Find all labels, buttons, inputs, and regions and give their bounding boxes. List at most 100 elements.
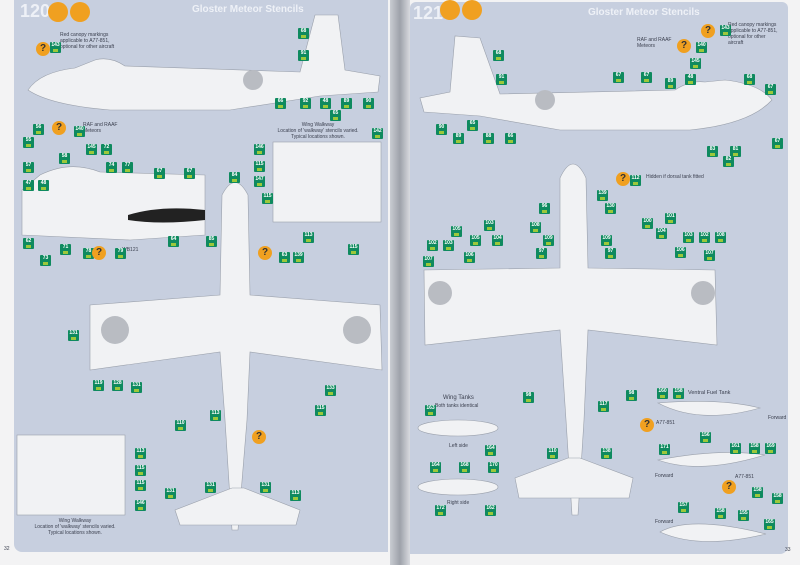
decal-number-badge: 131 <box>260 482 271 493</box>
decal-number-badge: 82 <box>723 156 734 167</box>
decal-number-badge: 106 <box>464 252 475 263</box>
wing-tanks-sub: Both tanks identical <box>435 403 479 409</box>
decal-number-badge: 110 <box>547 448 558 459</box>
decal-number-badge: 78 <box>83 248 94 259</box>
decal-number-badge: 164 <box>485 445 496 456</box>
decal-number-badge: 89 <box>341 98 352 109</box>
decal-number-badge: 92 <box>300 98 311 109</box>
question-mark-icon: ? <box>252 430 266 444</box>
forward-label: Forward <box>655 519 674 525</box>
decal-number-badge: 103 <box>683 232 694 243</box>
decal-number-badge: 158 <box>752 487 763 498</box>
wing-tank-right <box>417 478 499 496</box>
decal-number-badge: 48 <box>38 180 49 191</box>
decal-number-badge: 74 <box>106 162 117 173</box>
decal-number-badge: 115 <box>262 193 273 204</box>
ventral-tank-title: Ventral Fuel Tank <box>688 390 731 396</box>
decal-number-badge: 56 <box>33 124 44 135</box>
decal-number-badge: 73 <box>40 255 51 266</box>
decal-number-badge: 155 <box>738 510 749 521</box>
decal-number-badge: 81 <box>730 146 741 157</box>
paint-brush-icon <box>440 0 460 20</box>
decal-number-badge: 115 <box>135 465 146 476</box>
note-dorsal: Hidden if dorsal tank fitted <box>646 174 704 180</box>
decal-number-badge: 55 <box>23 137 34 148</box>
decal-number-badge: 105 <box>470 235 481 246</box>
question-mark-icon: ? <box>52 121 66 135</box>
decal-number-badge: 170 <box>488 462 499 473</box>
walkway-sub: Location of 'walkway' stencils varied. T… <box>277 128 359 140</box>
decal-number-badge: 65 <box>330 110 341 121</box>
decal-number-badge: 131 <box>68 330 79 341</box>
decal-number-badge: 131 <box>205 482 216 493</box>
decal-number-badge: 104 <box>656 228 667 239</box>
decal-number-badge: 108 <box>530 222 541 233</box>
decal-number-badge: 147 <box>254 176 265 187</box>
decal-icon <box>70 2 90 22</box>
note-red-canopy-right: Red canopy markings applicable to A77-85… <box>728 22 778 46</box>
right-page-title: Gloster Meteor Stencils <box>588 7 700 18</box>
note-raf-raaf-left: RAF and RAAF Meteors <box>83 122 118 134</box>
decal-number-badge: 142 <box>372 128 383 139</box>
question-mark-icon: ? <box>36 42 50 56</box>
decal-number-badge: 101 <box>665 213 676 224</box>
walkway-box-bottom <box>16 434 126 516</box>
decal-number-badge: 161 <box>730 443 741 454</box>
decal-number-badge: 109 <box>601 235 612 246</box>
decal-number-badge: 58 <box>59 153 70 164</box>
decal-number-badge: 171 <box>659 444 670 455</box>
decal-number-badge: 66 <box>505 133 516 144</box>
decal-number-badge: 162 <box>485 505 496 516</box>
page-gutter <box>390 0 410 565</box>
decal-number-badge: 130 <box>605 203 616 214</box>
bottom-view-right <box>423 163 718 516</box>
decal-number-badge: 77 <box>122 162 133 173</box>
walkway-sub: Location of 'walkway' stencils varied. T… <box>34 524 116 536</box>
nose-detail <box>21 166 206 241</box>
decal-number-badge: 156 <box>700 432 711 443</box>
a77-label: A77-851 <box>735 474 754 480</box>
decal-number-badge: 107 <box>704 250 715 261</box>
decal-number-badge: 110 <box>175 420 186 431</box>
decal-number-badge: 48 <box>685 74 696 85</box>
decal-number-badge: 163 <box>425 405 436 416</box>
decal-number-badge: 105 <box>451 226 462 237</box>
decal-number-badge: 108 <box>715 232 726 243</box>
decal-number-badge: 113 <box>290 490 301 501</box>
decal-number-badge: 67 <box>641 72 652 83</box>
decal-number-badge: 117 <box>598 401 609 412</box>
decal-number-badge: 85 <box>206 236 217 247</box>
decal-number-badge: 172 <box>435 505 446 516</box>
wing-tank-left <box>417 419 499 437</box>
decal-number-badge: 168 <box>459 462 470 473</box>
decal-number-badge: 158 <box>749 443 760 454</box>
note-serial: WB121 <box>122 247 139 253</box>
decal-number-badge: 157 <box>678 502 689 513</box>
decal-number-badge: 133 <box>325 385 336 396</box>
ventral-tank-2 <box>656 452 766 467</box>
decal-number-badge: 145 <box>690 58 701 69</box>
question-mark-icon: ? <box>677 39 691 53</box>
a77-label: A77-851 <box>656 420 675 426</box>
decal-number-badge: 164 <box>430 462 441 473</box>
decal-number-badge: 138 <box>601 448 612 459</box>
decal-number-badge: 98 <box>626 390 637 401</box>
decal-number-badge: 103 <box>484 220 495 231</box>
decal-number-badge: 68 <box>493 50 504 61</box>
decal-number-badge: 158 <box>715 508 726 519</box>
question-mark-icon: ? <box>92 246 106 260</box>
decal-number-badge: 107 <box>423 256 434 267</box>
forward-label: Forward <box>768 415 787 421</box>
walkway-box-top <box>272 141 382 223</box>
wing-tanks-title: Wing Tanks <box>443 395 474 401</box>
decal-number-badge: 106 <box>675 247 686 258</box>
decal-number-badge: 104 <box>492 235 503 246</box>
decal-number-badge: 102 <box>699 232 710 243</box>
decal-number-badge: 68 <box>298 28 309 39</box>
decal-number-badge: 65 <box>467 120 478 131</box>
decal-number-badge: 113 <box>135 448 146 459</box>
decal-number-badge: 158 <box>772 493 783 504</box>
